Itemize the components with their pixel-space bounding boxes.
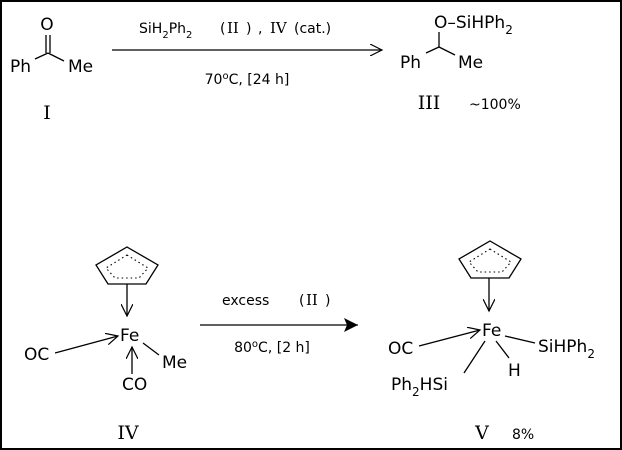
bond-CH-to-phenyl	[425, 46, 440, 54]
ligand-silyl-bottom: Ph2HSi	[391, 375, 448, 399]
phenyl-label: Ph	[10, 57, 31, 77]
bond-CH-to-methyl	[438, 46, 456, 56]
catalyst-ref-IV: IV	[270, 19, 288, 37]
methyl-label: Me	[68, 57, 93, 77]
product-iron-silyl-complex: Fe OC SiHPh2 Ph2HSi H V 8%	[388, 240, 595, 444]
reagent-silane-label: SiH2Ph2	[139, 21, 192, 41]
reagent-2-ref-II: II	[306, 291, 318, 309]
product-silyl-ether: O–SiHPh2 Ph Me III ~100%	[400, 13, 521, 114]
product-cyclopentadienyl-ring	[458, 240, 522, 279]
fe-to-silyl-bond	[504, 335, 536, 344]
reaction-arrow-1: SiH2Ph2 ( II ) , IV (cat.) 70oC, [24 h]	[112, 19, 382, 88]
product-iron-label: Fe	[482, 321, 501, 341]
reagent-2-ref-open: (	[299, 293, 304, 309]
reactant-iron-complex: Fe OC CO Me IV	[24, 246, 187, 444]
bond-to-methyl	[47, 52, 65, 62]
conditions-1: 70oC, [24 h]	[205, 71, 290, 88]
reactant-acetophenone: O Ph Me I	[10, 15, 93, 124]
oc-to-fe-bond	[54, 336, 118, 354]
compound-label-IV: IV	[117, 422, 139, 444]
reagent-separator: ,	[258, 21, 262, 37]
reagent-excess-label: excess	[222, 293, 269, 309]
yield-III: ~100%	[469, 97, 521, 113]
reaction-1: O Ph Me I SiH2Ph2 ( II ) , IV (cat.) 70o…	[10, 13, 521, 124]
carbonyl-oxygen-label: O	[40, 15, 53, 35]
compound-label-V: V	[474, 422, 489, 444]
yield-V: 8%	[512, 427, 534, 443]
ligand-carbonyl-bottom: CO	[122, 375, 147, 395]
silyl-ether-label: O–SiHPh2	[434, 13, 513, 37]
reaction-2: Fe OC CO Me IV excess ( II ) 80oC, [2 h]…	[24, 240, 595, 444]
product-methyl-label: Me	[458, 53, 483, 73]
cyclopentadienyl-aromatic-circle	[105, 254, 149, 279]
iron-label: Fe	[120, 326, 139, 346]
fe-to-methyl-bond	[142, 342, 160, 356]
hydride-label: H	[508, 361, 521, 381]
conditions-2: 80oC, [2 h]	[234, 339, 310, 356]
fe-to-hydride-bond	[495, 340, 510, 359]
reaction-arrow-2: excess ( II ) 80oC, [2 h]	[200, 291, 358, 356]
ligand-carbonyl-left: OC	[24, 345, 49, 365]
reagent-2-ref-close: )	[325, 293, 330, 309]
catalyst-note: (cat.)	[294, 21, 331, 37]
bond-to-phenyl	[34, 52, 49, 60]
product-oc-to-fe-bond	[418, 330, 480, 347]
reagent-ref-II: II	[227, 19, 239, 37]
product-phenyl-label: Ph	[400, 53, 421, 73]
reagent-ref-open: (	[220, 21, 225, 37]
ligand-silyl-right: SiHPh2	[538, 337, 595, 361]
compound-label-I: I	[43, 102, 51, 124]
ligand-methyl: Me	[162, 353, 187, 373]
compound-label-III: III	[418, 92, 441, 114]
fe-to-silyl-bottom-bond	[463, 340, 486, 374]
reagent-ref-close: )	[246, 21, 251, 37]
product-ligand-carbonyl: OC	[388, 339, 413, 359]
product-cp-aromatic-circle	[468, 248, 512, 273]
